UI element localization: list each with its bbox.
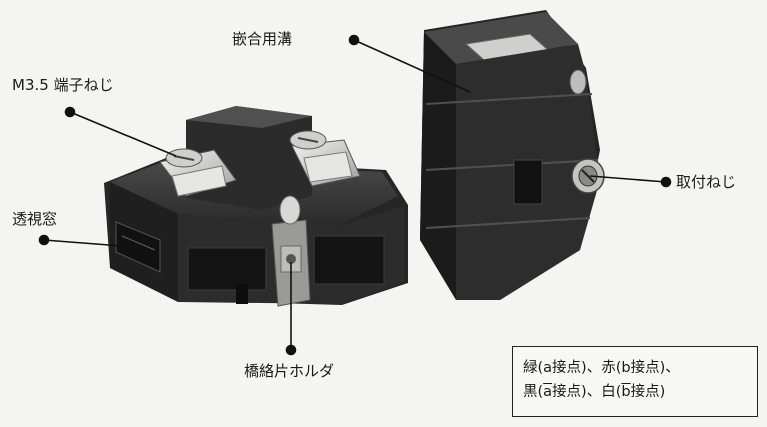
side-top-screw bbox=[569, 69, 587, 95]
leader-window-dot bbox=[38, 234, 50, 246]
left-terminal-block bbox=[104, 106, 408, 307]
legend-separator-2: 、 bbox=[586, 384, 602, 400]
legend-green: 緑 bbox=[523, 360, 538, 376]
right-terminal-screw-assembly bbox=[289, 130, 361, 187]
leader-terminal-screw bbox=[69, 111, 177, 157]
bottom-notch bbox=[236, 284, 248, 304]
right-block-top bbox=[424, 12, 578, 64]
legend-b-contact: (b接点) bbox=[615, 360, 666, 376]
leader-terminal-screw-dot bbox=[64, 106, 76, 118]
legend-black: 黒 bbox=[523, 384, 538, 400]
leader-mount-screw-dot bbox=[660, 176, 672, 188]
legend-a-bar: a bbox=[543, 384, 553, 400]
legend-line-1: 緑(a接点)、赤(b接点)、 bbox=[523, 356, 757, 380]
mounting-screw bbox=[571, 158, 605, 194]
left-front-opening bbox=[187, 247, 267, 291]
leader-groove-dot bbox=[348, 34, 360, 46]
leader-holder-dot bbox=[285, 344, 297, 356]
center-ridge-top bbox=[186, 106, 312, 128]
side-recess bbox=[513, 159, 543, 205]
right-front-opening bbox=[313, 235, 385, 285]
leader-lines bbox=[38, 34, 672, 356]
legend-white: 白 bbox=[601, 384, 616, 400]
legend-b-bar: b bbox=[621, 384, 631, 400]
legend-red: 赤 bbox=[601, 360, 616, 376]
segment-line-1 bbox=[425, 93, 593, 105]
label-see-through-window: 透視窓 bbox=[12, 210, 58, 228]
window-detail-line bbox=[121, 235, 156, 251]
label-fitting-groove: 嵌合用溝 bbox=[232, 30, 293, 48]
left-side-window bbox=[115, 221, 161, 273]
legend-paren-open-2: ( bbox=[615, 384, 622, 400]
right-mount-block bbox=[420, 10, 605, 300]
left-terminal-screw-assembly bbox=[159, 148, 237, 197]
label-mounting-screw: 取付ねじ bbox=[676, 173, 737, 191]
legend-a-bar-contact: 接点) bbox=[552, 384, 587, 400]
label-terminal-screw: M3.5 端子ねじ bbox=[12, 76, 114, 94]
color-legend-box: 緑(a接点)、赤(b接点)、 黒(a接点)、白(b接点) bbox=[512, 346, 758, 417]
legend-separator: 、 bbox=[586, 360, 602, 376]
legend-b-bar-contact: 接点) bbox=[630, 384, 666, 400]
segment-line-3 bbox=[425, 217, 591, 229]
legend-line-end: 、 bbox=[665, 360, 680, 376]
segment-line-2 bbox=[425, 159, 599, 171]
legend-a-contact: (a接点) bbox=[537, 360, 587, 376]
legend-paren-open: ( bbox=[537, 384, 544, 400]
leader-mount-screw bbox=[589, 175, 667, 183]
leader-window bbox=[43, 239, 123, 247]
leader-groove bbox=[353, 39, 471, 93]
label-bridge-holder: 橋絡片ホルダ bbox=[244, 362, 335, 380]
legend-line-2: 黒(a接点)、白(b接点) bbox=[523, 380, 757, 404]
right-block-front bbox=[420, 32, 456, 300]
